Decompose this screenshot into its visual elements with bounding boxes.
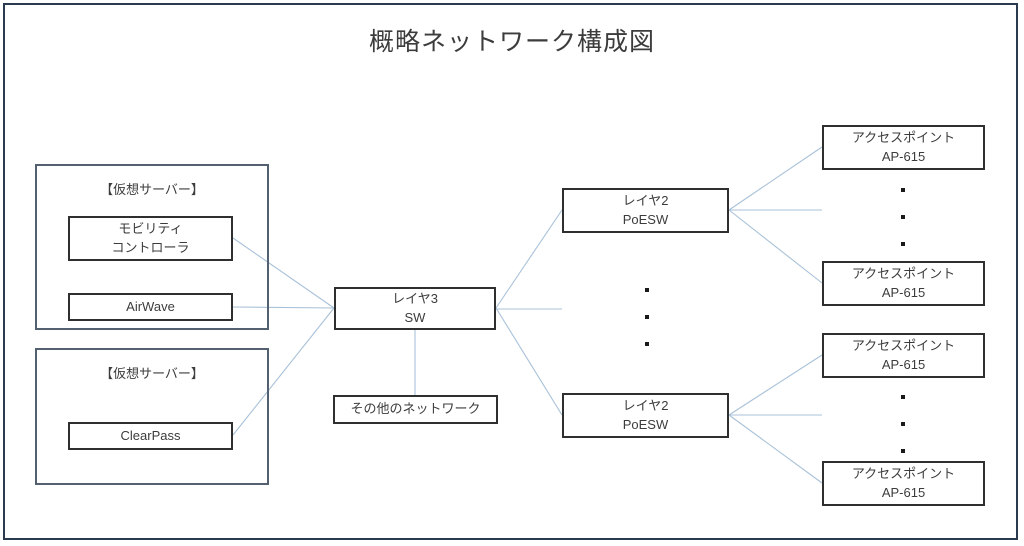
node-ap-bottom-1-line2: AP-615	[881, 356, 926, 372]
node-clearpass-label: ClearPass	[120, 427, 181, 443]
virtual-server-group-1: 【仮想サーバー】	[35, 164, 269, 330]
node-ap-top-1[interactable]: アクセスポイント AP-615	[822, 125, 985, 170]
node-ap-top-2[interactable]: アクセスポイント AP-615	[822, 261, 985, 306]
node-other-network-label: その他のネットワーク	[350, 401, 481, 417]
node-layer2-poesw-top-line1: レイヤ2	[622, 192, 669, 208]
node-clearpass[interactable]: ClearPass	[68, 422, 233, 450]
node-mobility-controller-line2: コントローラ	[111, 239, 190, 255]
node-layer3-sw-line1: レイヤ3	[392, 290, 438, 306]
page-title: 概略ネットワーク構成図	[368, 28, 655, 56]
node-ap-bottom-2-line2: AP-615	[881, 484, 926, 500]
ellipsis-between-ap-bottom	[900, 395, 906, 453]
node-ap-bottom-1[interactable]: アクセスポイント AP-615	[822, 333, 985, 378]
node-ap-top-2-line2: AP-615	[881, 284, 926, 300]
node-airwave-label: AirWave	[126, 298, 175, 314]
ellipsis-dot	[645, 315, 649, 319]
node-layer3-sw[interactable]: レイヤ3 SW	[334, 287, 496, 330]
ellipsis-between-poesw	[644, 288, 650, 346]
ellipsis-dot	[901, 188, 905, 192]
virtual-server-group-1-label: 【仮想サーバー】	[100, 182, 204, 197]
node-ap-top-1-line1: アクセスポイント	[851, 129, 956, 145]
ellipsis-between-ap-top	[900, 188, 906, 246]
node-ap-bottom-2-line1: アクセスポイント	[851, 465, 956, 481]
node-airwave[interactable]: AirWave	[68, 293, 233, 321]
node-layer3-sw-line2: SW	[404, 309, 426, 325]
ellipsis-dot	[901, 215, 905, 219]
node-ap-top-1-line2: AP-615	[881, 148, 926, 164]
node-ap-bottom-2[interactable]: アクセスポイント AP-615	[822, 461, 985, 506]
node-other-network[interactable]: その他のネットワーク	[333, 395, 498, 424]
node-layer2-poesw-bottom-line1: レイヤ2	[622, 397, 669, 413]
node-layer2-poesw-bottom-line2: PoESW	[622, 416, 669, 432]
node-layer2-poesw-bottom[interactable]: レイヤ2 PoESW	[562, 393, 729, 438]
ellipsis-dot	[645, 288, 649, 292]
ellipsis-dot	[901, 395, 905, 399]
node-layer2-poesw-top[interactable]: レイヤ2 PoESW	[562, 188, 729, 233]
node-ap-top-2-line1: アクセスポイント	[851, 265, 956, 281]
virtual-server-group-2: 【仮想サーバー】	[35, 348, 269, 485]
node-mobility-controller-line1: モビリティ	[118, 220, 183, 236]
node-mobility-controller[interactable]: モビリティ コントローラ	[68, 216, 233, 261]
node-ap-bottom-1-line1: アクセスポイント	[851, 337, 956, 353]
ellipsis-dot	[901, 449, 905, 453]
virtual-server-group-2-label: 【仮想サーバー】	[100, 366, 204, 381]
ellipsis-dot	[645, 342, 649, 346]
ellipsis-dot	[901, 422, 905, 426]
node-layer2-poesw-top-line2: PoESW	[622, 211, 669, 227]
ellipsis-dot	[901, 242, 905, 246]
